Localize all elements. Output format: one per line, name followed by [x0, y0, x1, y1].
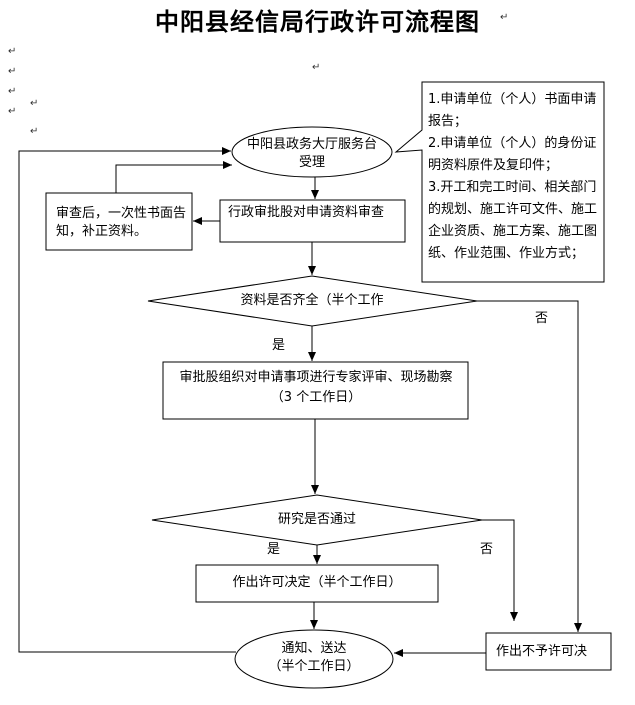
paragraph-mark: ↵	[500, 12, 509, 23]
deliver-node	[234, 629, 394, 689]
arrow-correction-to-hall	[115, 161, 232, 193]
paragraph-mark: ↵	[8, 106, 17, 117]
notify-correction-node	[45, 192, 193, 251]
grant-decision-label: 作出许可决定（半个工作日）	[232, 575, 402, 590]
expert-review-label-line1: 审批股组织对申请事项进行专家评审、现场勘察	[179, 370, 453, 385]
page-title: 中阳县经信局行政许可流程图	[155, 7, 480, 36]
review-node	[219, 199, 406, 243]
paragraph-mark: ↵	[8, 86, 17, 97]
yes-label: 是	[267, 542, 281, 557]
no-label: 否	[480, 542, 494, 557]
review-label: 行政审批股对申请资料审查	[228, 205, 385, 220]
paragraph-mark: ↵	[30, 98, 39, 109]
deliver-label-line2: （半个工作日）	[268, 659, 360, 674]
arrow-no2-to-deny	[482, 519, 518, 621]
expert-review-node	[162, 361, 469, 420]
no-label: 否	[535, 311, 549, 326]
service-hall-label: 中阳县政务大厅服务台受理	[246, 137, 377, 170]
expert-review-label-line2: （3 个工作日）	[270, 390, 362, 405]
deny-decision-label: 作出不予许可决	[496, 644, 588, 659]
service-hall-node	[231, 126, 393, 178]
requirements-callout	[394, 81, 605, 283]
paragraph-mark: ↵	[8, 46, 17, 57]
requirement-item: 3.开工和完工时间、相关部门的规划、施工许可文件、施工企业资质、施工方案、施工图…	[428, 180, 598, 261]
paragraph-mark: ↵	[30, 126, 39, 137]
deliver-label-line1: 通知、送达	[281, 641, 347, 656]
requirement-item: 2.申请单位（个人）的身份证明资料原件及复印件；	[428, 136, 597, 173]
research-passed-label: 研究是否通过	[277, 512, 356, 527]
arrow-no1-to-deny	[477, 300, 582, 632]
requirements-list: 1.申请单位（个人）书面申请报告； 2.申请单位（个人）的身份证明资料原件及复印…	[428, 89, 600, 265]
paragraph-mark: ↵	[8, 66, 17, 77]
arrow-deliver-to-hall	[18, 147, 236, 653]
yes-label: 是	[272, 338, 286, 353]
notify-correction-label: 审查后，一次性书面告知，补正资料。	[56, 206, 187, 239]
grant-decision-node	[195, 564, 439, 603]
paragraph-mark: ↵	[312, 62, 321, 73]
deny-decision-node	[485, 632, 612, 671]
docs-complete-label: 资料是否齐全（半个工作	[240, 293, 384, 308]
requirement-item: 1.申请单位（个人）书面申请报告；	[428, 92, 597, 129]
